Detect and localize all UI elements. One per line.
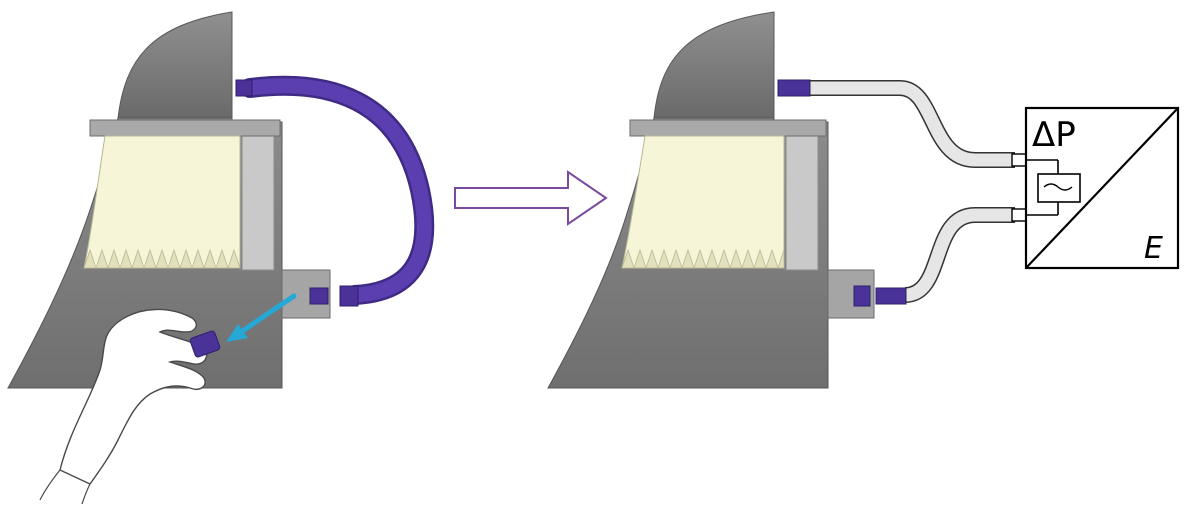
left-filter-housing <box>8 12 330 388</box>
pressure-label: ΔP <box>1032 115 1076 155</box>
output-label: E <box>1144 231 1163 266</box>
process-arrow-icon <box>455 172 606 224</box>
pressure-transducer-icon: ΔP E <box>1026 108 1178 268</box>
